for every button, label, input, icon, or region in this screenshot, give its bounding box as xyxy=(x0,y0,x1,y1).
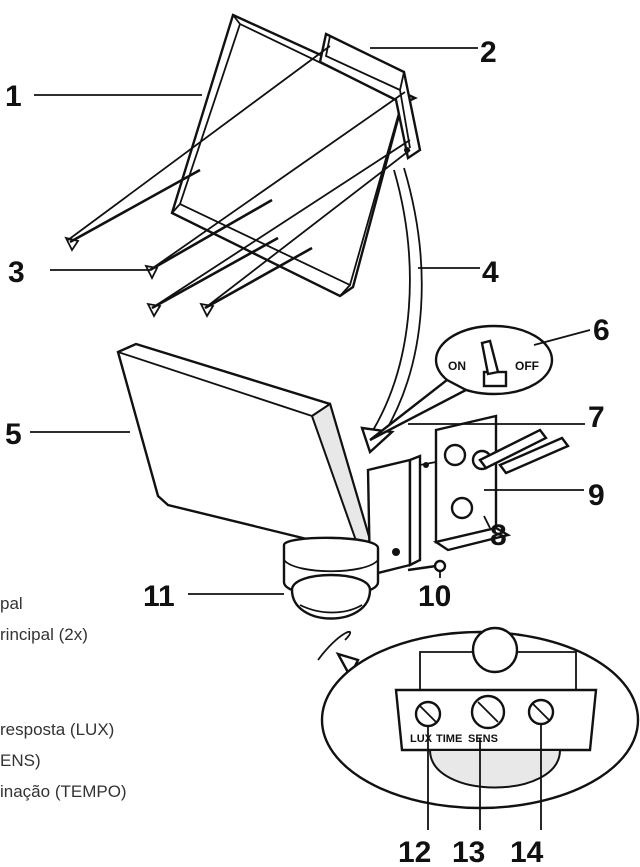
legend-line-1: pal xyxy=(0,594,23,613)
legend-line-5: inação (TEMPO) xyxy=(0,782,127,801)
detail-zoom: LUX TIME SENS xyxy=(317,626,640,810)
legend-line-3: resposta (LUX) xyxy=(0,720,114,739)
callout-3: 3 xyxy=(8,256,25,289)
callout-1: 1 xyxy=(5,80,22,113)
knob-label-lux: LUX xyxy=(410,733,433,745)
leader-lines xyxy=(30,47,591,830)
wall-bracket xyxy=(419,414,570,552)
callout-6: 6 xyxy=(593,314,610,347)
legend-line-4: ENS) xyxy=(0,751,41,770)
callout-12: 12 xyxy=(398,836,431,867)
callout-2: 2 xyxy=(480,36,497,69)
knob-label-time: TIME xyxy=(436,733,462,745)
callout-5: 5 xyxy=(5,418,22,451)
lamp-head xyxy=(116,342,372,554)
switch-off-label: OFF xyxy=(515,359,539,373)
callouts: 1 2 3 4 5 6 7 8 9 10 11 12 13 14 xyxy=(5,36,610,867)
legend: pal rincipal (2x) resposta (LUX) ENS) in… xyxy=(0,594,127,801)
callout-8: 8 xyxy=(490,519,507,552)
cable-arrow xyxy=(360,167,423,455)
knob-label-sens: SENS xyxy=(468,733,498,745)
callout-7: 7 xyxy=(588,401,605,434)
callout-13: 13 xyxy=(452,836,485,867)
housing xyxy=(282,454,422,620)
callout-10: 10 xyxy=(418,580,451,613)
solar-panel xyxy=(170,13,422,298)
screws xyxy=(64,45,411,318)
legend-line-2: rincipal (2x) xyxy=(0,625,88,644)
callout-4: 4 xyxy=(482,256,499,289)
switch-bubble: ON OFF xyxy=(369,324,554,442)
callout-14: 14 xyxy=(510,836,544,867)
callout-9: 9 xyxy=(588,479,605,512)
switch-on-label: ON xyxy=(448,359,466,373)
screw-10 xyxy=(407,559,447,573)
callout-11: 11 xyxy=(143,580,175,613)
